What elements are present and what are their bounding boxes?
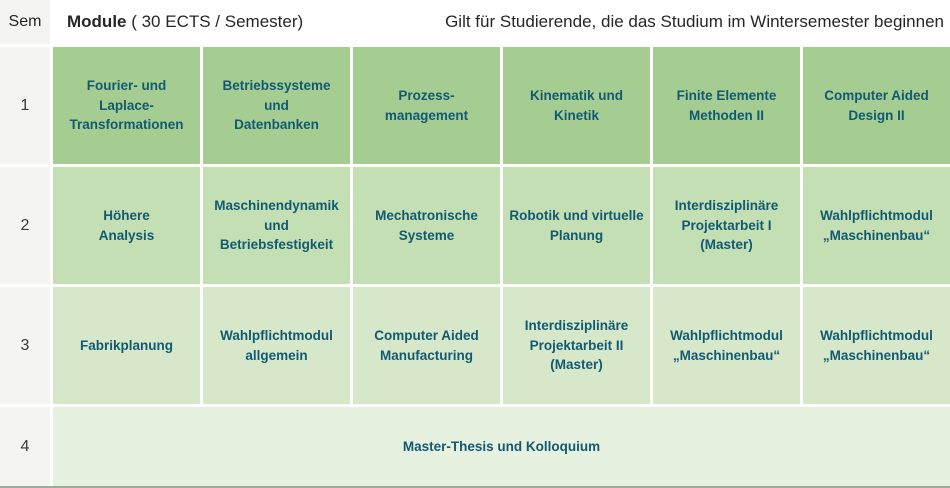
- module-cell-fourier-laplace: Fourier- und Laplace- Transformationen: [53, 47, 200, 164]
- module-cell-wahlpflicht-maschinenbau-3: Wahlpflichtmodul „Maschinenbau“: [803, 287, 950, 404]
- semester-number-3: 3: [0, 287, 50, 404]
- module-cell-cam: Computer Aided Manufacturing: [353, 287, 500, 404]
- module-cell-wahlpflicht-allgemein: Wahlpflichtmodul allgemein: [203, 287, 350, 404]
- module-cell-mechatronische-systeme: Mechatronische Systeme: [353, 167, 500, 284]
- module-cell-master-thesis: Master-Thesis und Kolloquium: [53, 407, 950, 487]
- module-cell-maschinendynamik: Maschinendynamik und Betriebsfestigkeit: [203, 167, 350, 284]
- bottom-edge-divider: [0, 486, 950, 488]
- module-header-suffix: ( 30 ECTS / Semester): [126, 12, 304, 31]
- module-header: Module ( 30 ECTS / Semester): [67, 12, 303, 32]
- module-cell-fabrikplanung: Fabrikplanung: [53, 287, 200, 404]
- module-cell-hoehere-analysis: Höhere Analysis: [53, 167, 200, 284]
- module-cell-wahlpflicht-maschinenbau-1: Wahlpflichtmodul „Maschinenbau“: [803, 167, 950, 284]
- module-cell-prozessmanagement: Prozess- management: [353, 47, 500, 164]
- module-cell-projektarbeit-ii: Interdisziplinäre Projektarbeit II (Mast…: [503, 287, 650, 404]
- module-header-label: Module: [67, 12, 127, 31]
- module-cell-robotik: Robotik und virtuelle Planung: [503, 167, 650, 284]
- module-cell-projektarbeit-i: Interdisziplinäre Projektarbeit I (Maste…: [653, 167, 800, 284]
- module-cell-betriebssysteme: Betriebssysteme und Datenbanken: [203, 47, 350, 164]
- semester-number-4: 4: [0, 407, 50, 487]
- semester-number-2: 2: [0, 167, 50, 284]
- table-header: Module ( 30 ECTS / Semester) Gilt für St…: [53, 0, 950, 44]
- semester-number-1: 1: [0, 47, 50, 164]
- module-cell-wahlpflicht-maschinenbau-2: Wahlpflichtmodul „Maschinenbau“: [653, 287, 800, 404]
- module-cell-kinematik: Kinematik und Kinetik: [503, 47, 650, 164]
- wintersemester-note: Gilt für Studierende, die das Studium im…: [445, 12, 944, 31]
- module-cell-finite-elemente: Finite Elemente Methoden II: [653, 47, 800, 164]
- module-cell-cad-ii: Computer Aided Design II: [803, 47, 950, 164]
- sem-column-header: Sem: [0, 0, 50, 44]
